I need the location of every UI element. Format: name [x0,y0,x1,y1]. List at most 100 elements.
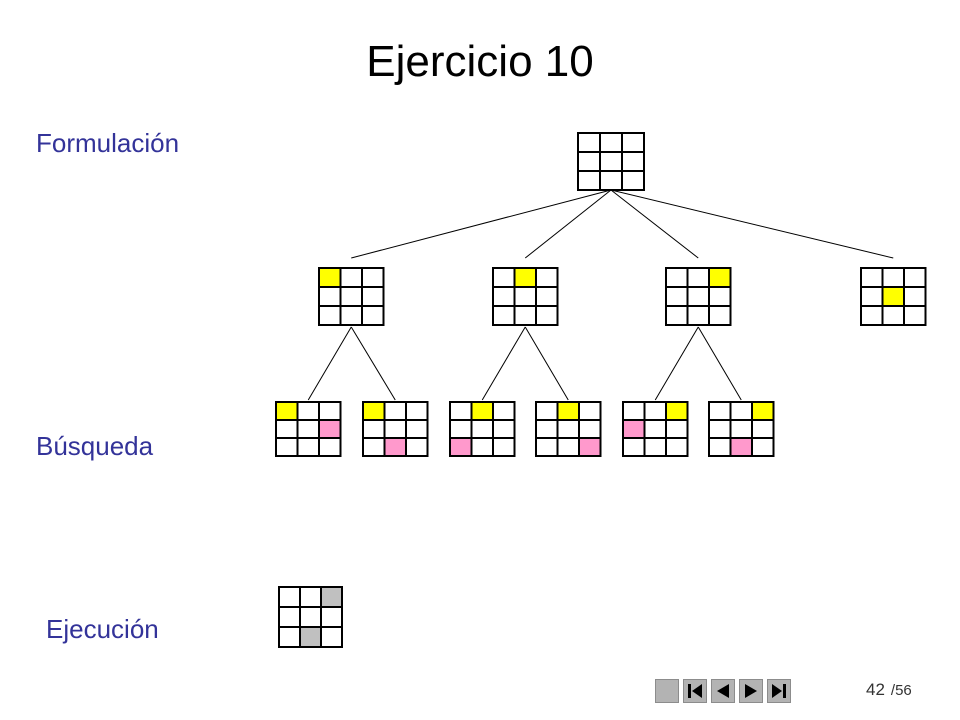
level1-grid [492,267,559,326]
tree-edge [697,326,742,401]
grid-cell [686,286,710,307]
grid-cell [729,419,753,439]
slide-navigation [655,679,791,703]
grid-cell-yellow [275,401,299,421]
level2-grid [362,401,429,457]
nav-next-button[interactable] [739,679,763,703]
slide-title: Ejercicio 10 [366,37,594,86]
grid-cell [903,267,927,288]
grid-cell [296,419,320,439]
grid-cell [729,401,753,421]
grid-cell [535,305,559,326]
grid-cell [535,419,559,439]
page-current: 42 [866,680,885,699]
level2-grid [535,401,602,457]
tree-edge [351,189,612,259]
grid-cell [860,305,884,326]
grid-cell-yellow [318,267,342,288]
grid-cell [492,437,516,457]
grid-cell-pink [449,437,473,457]
page-total: /56 [890,682,912,699]
grid-cell [599,170,623,191]
grid-cell [708,437,732,457]
grid-cell [299,586,322,608]
grid-cell [621,151,645,172]
grid-cell-yellow [362,401,386,421]
grid-cell-yellow [513,267,537,288]
grid-cell [578,419,602,439]
grid-cell [492,267,516,288]
grid-cell [881,305,905,326]
grid-cell [621,132,645,153]
level2-grid [622,401,689,457]
nav-blank-button[interactable] [655,679,679,703]
nav-prev-button[interactable] [711,679,735,703]
label-formulacion: Formulación [36,128,180,158]
grid-cell-pink [622,419,646,439]
prev-page-icon [717,684,729,698]
grid-cell [383,401,407,421]
grid-cell [278,626,301,648]
grid-cell-yellow [708,267,732,288]
grid-cell [535,437,559,457]
grid-cell [556,437,580,457]
grid-cell [405,419,429,439]
label-ejecucion: Ejecución [46,614,159,644]
grid-cell [708,401,732,421]
grid-cell [405,437,429,457]
grid-cell [621,170,645,191]
grid-cell [577,151,601,172]
grid-cell-pink [318,419,342,439]
grid-cell [278,606,301,628]
grid-cell-yellow [470,401,494,421]
nav-last-button[interactable] [767,679,791,703]
grid-cell [513,286,537,307]
grid-cell [296,437,320,457]
grid-cell [622,437,646,457]
grid-cell [278,586,301,608]
grid-cell [449,419,473,439]
grid-cell [318,437,342,457]
tree-edge [524,326,569,401]
grid-cell [577,132,601,153]
grid-cell [881,267,905,288]
grid-cell-yellow [751,401,775,421]
grid-cell [643,419,667,439]
grid-cell [535,286,559,307]
grid-cell [578,401,602,421]
grid-cell [361,267,385,288]
grid-cell [665,305,689,326]
first-page-icon [688,684,702,698]
grid-cell [903,286,927,307]
last-page-icon [772,684,786,698]
grid-cell [708,286,732,307]
grid-cell [449,401,473,421]
grid-cell [296,401,320,421]
grid-cell [665,267,689,288]
grid-cell [708,419,732,439]
grid-cell-yellow [665,401,689,421]
grid-cell [492,401,516,421]
grid-cell [665,437,689,457]
grid-cell [643,437,667,457]
grid-cell [320,606,343,628]
grid-cell [751,437,775,457]
level1-grid [860,267,927,326]
nav-first-button[interactable] [683,679,707,703]
level2-grid [449,401,516,457]
grid-cell [470,437,494,457]
grid-cell [275,419,299,439]
grid-cell [622,401,646,421]
grid-cell [665,286,689,307]
tree-edge [654,326,699,401]
grid-cell [339,267,363,288]
grid-cell [686,267,710,288]
grid-cell [599,151,623,172]
level2-grid [275,401,342,457]
grid-cell [318,286,342,307]
page-indicator: 42 /56 [866,680,912,700]
level2-grid [708,401,775,457]
grid-cell-pink [383,437,407,457]
grid-cell [361,286,385,307]
